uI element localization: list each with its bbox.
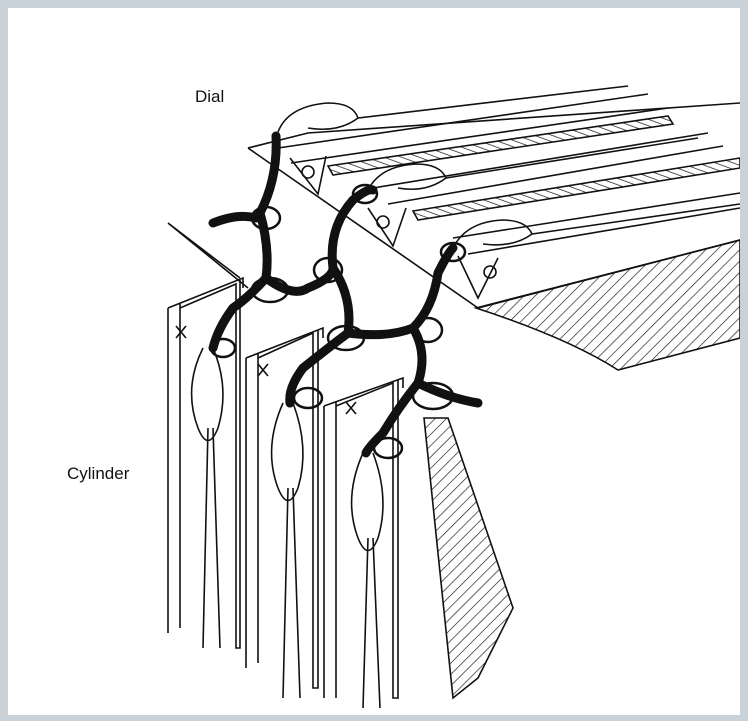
dial-underside-hatch [476,240,740,370]
cylinder-needle-2 [246,328,323,698]
yarn-tail [213,216,256,223]
cylinder-face-hatch [424,418,513,698]
cylinder-top [168,223,248,288]
dial-hook-1 [278,86,628,132]
cylinder-label: Cylinder [67,464,129,484]
dial-hook-3 [453,204,740,248]
cylinder-needle-1 [168,278,243,648]
yarn [211,136,478,458]
dial-label: Dial [195,87,224,107]
dial [248,86,740,370]
knitting-needles-illustration [8,8,740,715]
yarn-strand-1 [213,136,276,348]
diagram-canvas: Dial Cylinder [8,8,740,715]
yarn-strand-2 [266,190,373,292]
dial-needle-2 [368,133,740,246]
